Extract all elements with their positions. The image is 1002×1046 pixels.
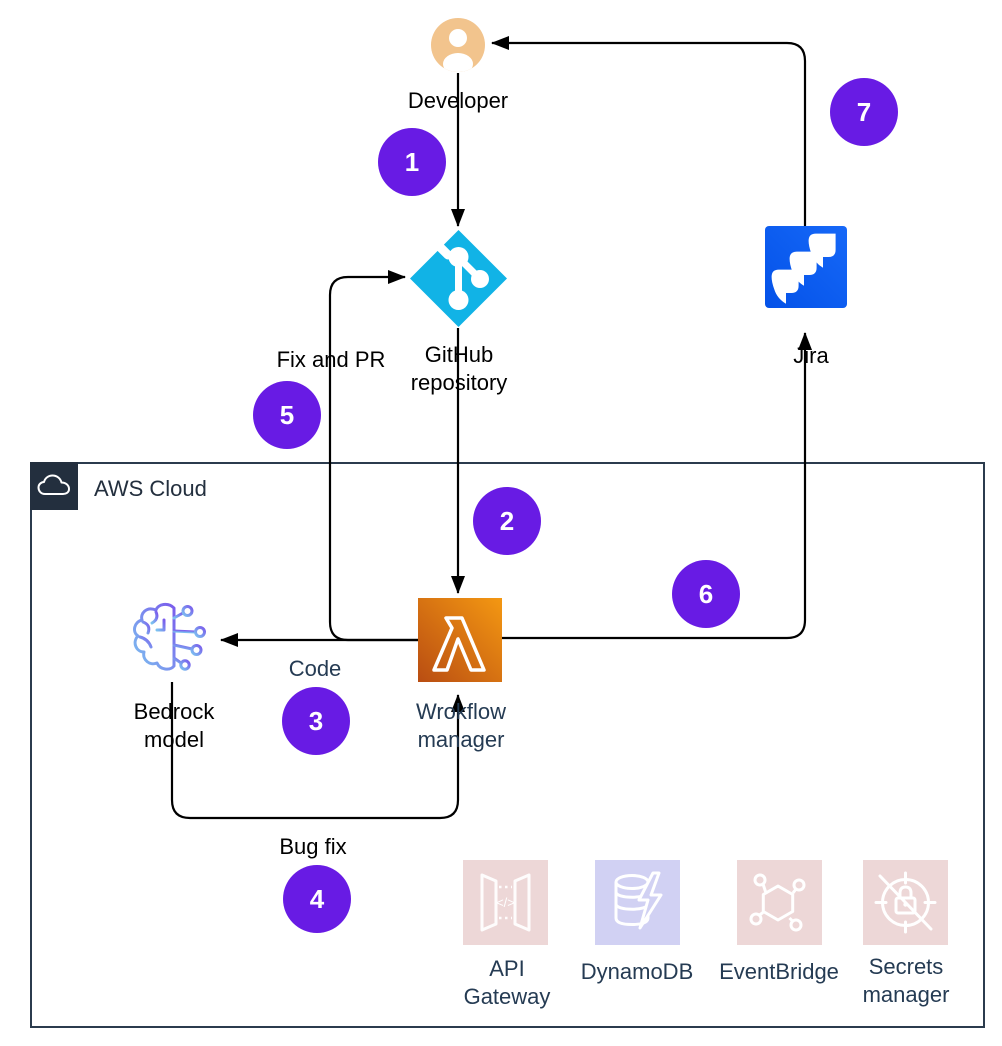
developer-icon xyxy=(431,18,485,72)
eventbridge-label: EventBridge xyxy=(719,959,839,984)
workflow-manager-label: Wrokflow manager xyxy=(415,699,507,752)
lambda-icon xyxy=(418,598,502,687)
edge-label-code: Code xyxy=(288,656,342,681)
step-badge-3: 3 xyxy=(282,687,350,755)
svg-text:</>: </> xyxy=(496,895,515,910)
edge-jira-to-developer xyxy=(491,36,807,227)
edge-lambda-to-jira xyxy=(502,332,812,640)
edge-label-fix-and-pr: Fix and PR xyxy=(276,347,386,372)
step-badge-5: 5 xyxy=(253,381,321,449)
bedrock-label: Bedrock model xyxy=(133,699,215,752)
aws-cloud-corner xyxy=(30,462,78,510)
github-label: GitHub repository xyxy=(410,342,508,395)
edge-label-bug-fix: Bug fix xyxy=(279,834,347,859)
cloud-icon xyxy=(37,474,70,495)
aws-cloud-label: AWS Cloud xyxy=(94,476,207,501)
jira-label: Jira xyxy=(793,343,829,368)
aws-cloud-container xyxy=(30,462,985,1028)
step-badge-6: 6 xyxy=(672,560,740,628)
step-badge-2: 2 xyxy=(473,487,541,555)
git-icon xyxy=(409,229,508,333)
edge-bedrock-to-lambda xyxy=(170,682,465,820)
step-badge-7: 7 xyxy=(830,78,898,146)
edge-lambda-to-github xyxy=(328,270,418,642)
api-gateway-icon: </> xyxy=(463,860,548,950)
dynamodb-label: DynamoDB xyxy=(580,959,694,984)
secrets-manager-icon xyxy=(863,860,948,950)
dynamodb-icon xyxy=(595,860,680,950)
bedrock-icon xyxy=(130,598,216,689)
step-badge-1: 1 xyxy=(378,128,446,196)
api-gateway-label: API Gateway xyxy=(463,956,551,1009)
jira-icon xyxy=(765,226,847,308)
step-badge-4: 4 xyxy=(283,865,351,933)
eventbridge-icon xyxy=(737,860,822,950)
developer-label: Developer xyxy=(407,88,509,113)
secrets-manager-label: Secrets manager xyxy=(862,954,950,1007)
